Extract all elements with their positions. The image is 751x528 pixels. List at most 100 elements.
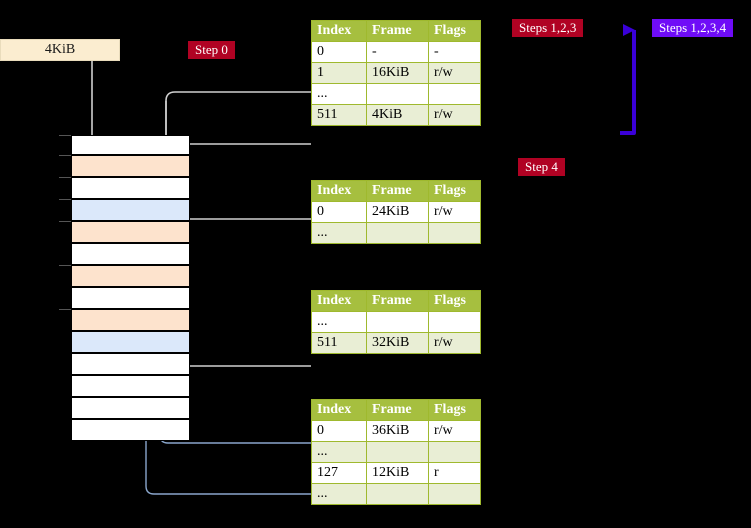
cell-frame: - <box>366 41 429 63</box>
column-header-frame: Frame <box>366 20 429 42</box>
wire-t3-511-to-memory <box>174 326 311 367</box>
memory-tick <box>59 309 71 310</box>
cell-index: ... <box>311 483 367 505</box>
cell-frame: 32KiB <box>366 332 429 354</box>
table-row: 0-- <box>311 41 481 63</box>
column-header-index: Index <box>311 180 367 202</box>
memory-block <box>71 265 190 287</box>
memory-tick <box>59 221 71 222</box>
memory-size-label: 4KiB <box>0 39 120 61</box>
memory-block <box>71 375 190 397</box>
cell-flags <box>428 311 481 333</box>
badge-step-0: Step 0 <box>188 41 235 59</box>
memory-tick <box>59 199 71 200</box>
cell-index: 127 <box>311 462 367 484</box>
column-header-flags: Flags <box>428 290 481 312</box>
cell-flags: r/w <box>428 332 481 354</box>
memory-block <box>71 353 190 375</box>
cell-index: 511 <box>311 332 367 354</box>
table-row: ... <box>311 441 481 463</box>
memory-block <box>71 243 190 265</box>
memory-tick <box>59 265 71 266</box>
cell-flags <box>428 83 481 105</box>
memory-block <box>71 309 190 331</box>
wire-t1-row1-to-memory <box>165 91 311 232</box>
column-header-index: Index <box>311 20 367 42</box>
memory-block <box>71 397 190 419</box>
cell-index: 0 <box>311 201 367 223</box>
cell-index: 0 <box>311 41 367 63</box>
cell-index: ... <box>311 441 367 463</box>
cell-flags <box>428 222 481 244</box>
cell-frame: 16KiB <box>366 62 429 84</box>
memory-block <box>71 135 190 155</box>
column-header-frame: Frame <box>366 180 429 202</box>
cell-flags: r/w <box>428 62 481 84</box>
cell-index: ... <box>311 83 367 105</box>
cell-flags <box>428 483 481 505</box>
cell-index: ... <box>311 311 367 333</box>
cell-flags: r <box>428 462 481 484</box>
column-header-index: Index <box>311 399 367 421</box>
cell-index: 511 <box>311 104 367 126</box>
cell-flags: - <box>428 41 481 63</box>
memory-tick <box>59 155 71 156</box>
cell-frame <box>366 311 429 333</box>
cell-frame: 4KiB <box>366 104 429 126</box>
table-row: ... <box>311 83 481 105</box>
cell-frame: 24KiB <box>366 201 429 223</box>
wire-t2-row0-to-memory <box>177 218 311 260</box>
memory-column <box>71 135 190 441</box>
cell-flags: r/w <box>428 420 481 442</box>
memory-tick <box>59 135 71 136</box>
memory-block <box>71 287 190 309</box>
memory-block <box>71 331 190 353</box>
cell-index: 1 <box>311 62 367 84</box>
memory-block <box>71 419 190 441</box>
bracket-steps-1234 <box>620 24 636 135</box>
memory-block <box>71 177 190 199</box>
badge-steps-123: Steps 1,2,3 <box>512 19 584 37</box>
column-header-flags: Flags <box>428 180 481 202</box>
column-header-index: Index <box>311 290 367 312</box>
memory-tick <box>59 177 71 178</box>
memory-block <box>71 199 190 221</box>
cell-frame <box>366 441 429 463</box>
column-header-flags: Flags <box>428 20 481 42</box>
wire-t4-row127-to-memory <box>145 340 311 495</box>
cell-frame <box>366 83 429 105</box>
memory-block <box>71 221 190 243</box>
cell-frame <box>366 222 429 244</box>
cell-frame <box>366 483 429 505</box>
column-header-frame: Frame <box>366 399 429 421</box>
table-row: ... <box>311 222 481 244</box>
cell-flags: r/w <box>428 201 481 223</box>
column-header-flags: Flags <box>428 399 481 421</box>
cell-index: ... <box>311 222 367 244</box>
cell-frame: 12KiB <box>366 462 429 484</box>
cell-index: 0 <box>311 420 367 442</box>
cell-frame: 36KiB <box>366 420 429 442</box>
table-row: ... <box>311 311 481 333</box>
memory-block <box>71 155 190 177</box>
cell-flags: r/w <box>428 104 481 126</box>
table-row: ... <box>311 483 481 505</box>
badge-step-4: Step 4 <box>518 158 565 176</box>
column-header-frame: Frame <box>366 290 429 312</box>
cell-flags <box>428 441 481 463</box>
